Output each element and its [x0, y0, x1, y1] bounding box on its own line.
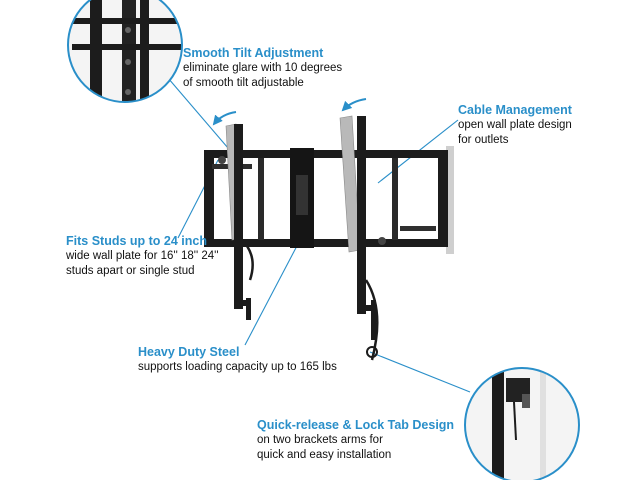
feature-line: wide wall plate for 16'' 18'' 24'' — [66, 250, 219, 262]
feature-cable-management: Cable Management open wall plate design … — [458, 103, 572, 148]
feature-line: quick and easy installation — [257, 449, 392, 461]
left-bracket-arm — [225, 123, 254, 320]
feature-description: open wall plate design for outlets — [458, 118, 572, 148]
feature-line: open wall plate design — [458, 119, 572, 131]
feature-title: Heavy Duty Steel — [138, 345, 240, 359]
feature-description: supports loading capacity up to 165 lbs — [138, 360, 337, 375]
tilt-arrow-icon — [341, 98, 367, 112]
leader-line — [167, 77, 229, 149]
feature-fits-studs: Fits Studs up to 24 inch wide wall plate… — [66, 234, 219, 279]
feature-smooth-tilt: Smooth Tilt Adjustment eliminate glare w… — [183, 46, 342, 91]
feature-title: Quick-release & Lock Tab Design — [257, 418, 455, 432]
feature-description: wide wall plate for 16'' 18'' 24'' studs… — [66, 249, 219, 279]
right-bracket-arm — [339, 115, 379, 361]
leader-line — [244, 241, 300, 346]
feature-quick-release: Quick-release & Lock Tab Design on two b… — [257, 418, 454, 463]
leader-line — [369, 351, 471, 393]
feature-line: eliminate glare with 10 degrees — [183, 62, 343, 74]
tilt-arrow-icon — [212, 111, 237, 126]
feature-line: for outlets — [458, 134, 509, 146]
zoom-detail-quick-release — [464, 367, 580, 480]
feature-line: studs apart or single stud — [66, 265, 195, 277]
feature-heavy-duty: Heavy Duty Steel supports loading capaci… — [138, 345, 337, 375]
feature-description: eliminate glare with 10 degrees of smoot… — [183, 61, 342, 91]
feature-title: Cable Management — [458, 103, 572, 117]
feature-line: on two brackets arms for — [257, 434, 383, 446]
feature-title: Fits Studs up to 24 inch — [66, 234, 207, 248]
feature-line: of smooth tilt adjustable — [183, 77, 304, 89]
feature-description: on two brackets arms for quick and easy … — [257, 433, 454, 463]
wall-plate — [204, 146, 454, 254]
zoom-detail-tilt — [67, 0, 183, 103]
feature-line: supports loading capacity up to 165 lbs — [138, 361, 337, 373]
feature-title: Smooth Tilt Adjustment — [183, 46, 324, 60]
